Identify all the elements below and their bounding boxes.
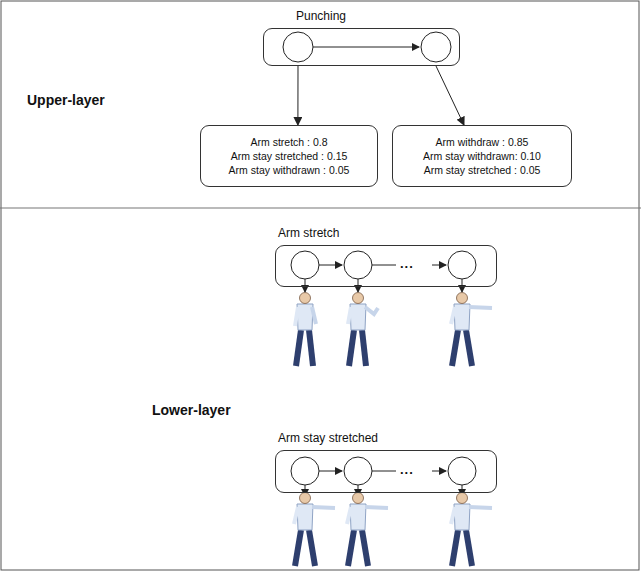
transition-arrow xyxy=(297,66,298,125)
transition-arrow xyxy=(436,66,464,125)
stay-figures xyxy=(294,493,492,567)
layer-divider xyxy=(0,207,641,208)
stay-states xyxy=(291,457,476,496)
model-title: Punching xyxy=(296,9,346,23)
probability-text: Arm stay stretched : 0.05 xyxy=(424,163,541,177)
probability-text: Arm stay withdrawn: 0.10 xyxy=(423,149,541,163)
hmm-state-box: Arm stretch xyxy=(275,245,497,287)
probability-text: Arm stay stretched : 0.15 xyxy=(231,149,348,163)
emission-box: Arm stretch : 0.8Arm stay stretched : 0.… xyxy=(200,125,378,187)
probability-text: Arm stretch : 0.8 xyxy=(250,135,327,149)
model-title: Arm stay stretched xyxy=(278,431,378,445)
emission-box: Arm withdraw : 0.85Arm stay withdrawn: 0… xyxy=(392,125,572,187)
layer-label: Upper-layer xyxy=(27,92,105,108)
layer-label: Lower-layer xyxy=(152,402,231,418)
ellipsis: ... xyxy=(398,462,416,477)
upper-states xyxy=(283,32,451,62)
hmm-state-box: Punching xyxy=(263,28,460,66)
probability-text: Arm stay withdrawn : 0.05 xyxy=(229,163,350,177)
model-title: Arm stretch xyxy=(278,226,339,240)
probability-text: Arm withdraw : 0.85 xyxy=(436,135,529,149)
hmm-state-box: Arm stay stretched xyxy=(275,450,497,493)
stretch-states xyxy=(291,251,476,292)
ellipsis: ... xyxy=(398,256,416,271)
stretch-figures xyxy=(295,293,492,367)
